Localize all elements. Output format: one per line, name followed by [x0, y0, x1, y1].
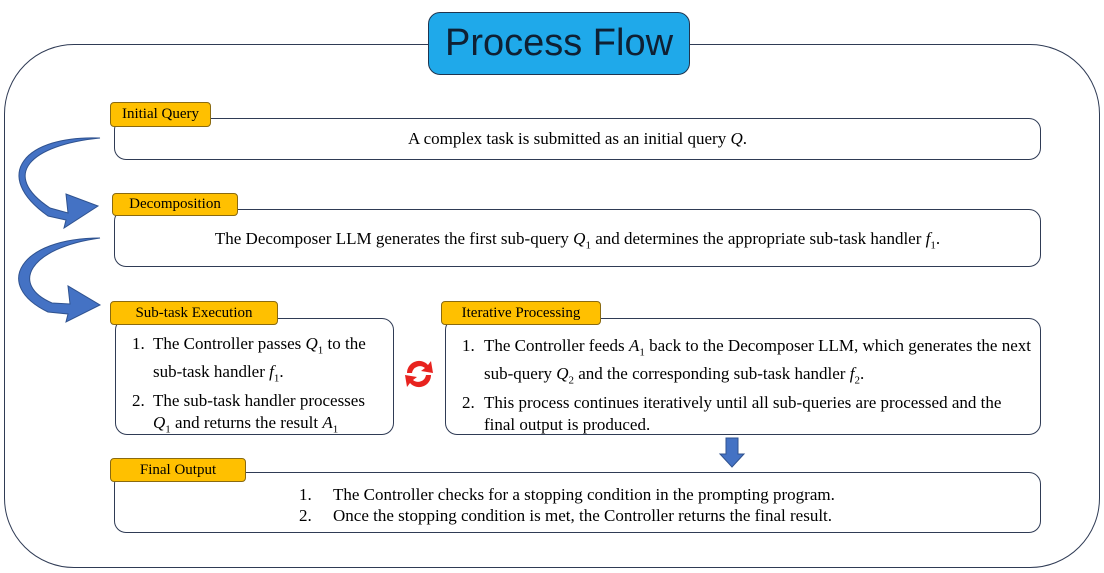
subquery-variable: Q	[153, 412, 166, 432]
list-text: and returns the result	[170, 412, 323, 432]
subtask-list: 1. The Controller passes Q1 to the sub-t…	[132, 333, 383, 440]
initial-query-text-pre: A complex task is submitted as an initia…	[407, 129, 731, 148]
list-text: to the sub-task handler	[153, 334, 366, 382]
subquery-variable: Q	[573, 228, 586, 248]
list-item: 2. This process continues iteratively un…	[462, 392, 1032, 436]
list-text: The Controller passes	[153, 334, 306, 353]
handler-subscript: 1	[930, 239, 936, 252]
handler-variable: f	[925, 228, 931, 248]
title-box: Process Flow	[428, 12, 690, 75]
subquery-subscript: 1	[585, 239, 591, 252]
list-number: 1.	[462, 336, 475, 355]
final-output-tag: Final Output	[110, 458, 246, 482]
query-variable: Q	[730, 129, 743, 148]
list-number: 2.	[132, 390, 145, 410]
list-number: 1.	[132, 334, 145, 353]
list-item: 1. The Controller checks for a stopping …	[299, 484, 1104, 505]
list-text: .	[279, 362, 284, 382]
list-text: This process continues iteratively until…	[484, 392, 1002, 434]
list-text: The sub-task handler processes	[153, 390, 365, 410]
list-text: and the corresponding sub-task handler	[574, 364, 850, 384]
final-output-box: 1. The Controller checks for a stopping …	[114, 472, 1041, 533]
list-item: 2. Once the stopping condition is met, t…	[299, 505, 1104, 526]
page-title: Process Flow	[444, 22, 674, 64]
handler-subscript: 2	[854, 374, 860, 387]
initial-query-tag: Initial Query	[110, 102, 211, 127]
list-number: 2.	[462, 392, 475, 412]
subtask-tag: Sub-task Execution	[110, 301, 278, 325]
iterative-list: 1. The Controller feeds A1 back to the D…	[462, 335, 1032, 436]
decomposition-text-post: .	[935, 228, 941, 248]
decomposition-box: The Decomposer LLM generates the first s…	[114, 209, 1041, 267]
list-item: 1. The Controller passes Q1 to the sub-t…	[132, 333, 383, 390]
handler-variable: f	[849, 364, 855, 384]
subtask-box: 1. The Controller passes Q1 to the sub-t…	[115, 318, 394, 435]
list-text: The Controller feeds	[484, 336, 629, 355]
final-output-list: 1. The Controller checks for a stopping …	[299, 484, 1104, 526]
list-item: 1. The Controller feeds A1 back to the D…	[462, 335, 1032, 392]
result-variable: A	[628, 336, 640, 355]
subquery-subscript: 1	[317, 344, 324, 357]
subquery-subscript: 1	[165, 423, 171, 436]
list-text: Once the stopping condition is met, the …	[333, 506, 833, 525]
subquery-variable: Q	[305, 334, 318, 353]
list-text: back to the Decomposer LLM, which genera…	[484, 336, 1031, 384]
decomposition-tag: Decomposition	[112, 193, 238, 216]
list-number: 2.	[299, 506, 312, 525]
initial-query-box: A complex task is submitted as an initia…	[114, 118, 1041, 160]
cycle-icon	[405, 360, 433, 388]
handler-subscript: 1	[273, 372, 280, 385]
decomposition-text-mid: and determines the appropriate sub-task …	[590, 228, 926, 248]
initial-query-text: A complex task is submitted as an initia…	[115, 129, 1040, 149]
subquery-variable: Q	[556, 364, 569, 384]
list-number: 1.	[299, 485, 312, 504]
result-subscript: 1	[639, 346, 645, 359]
initial-query-text-post: .	[742, 129, 747, 148]
list-text: .	[859, 364, 865, 384]
handler-variable: f	[269, 362, 274, 382]
decomposition-text-pre: The Decomposer LLM generates the first s…	[214, 228, 574, 248]
iterative-box: 1. The Controller feeds A1 back to the D…	[445, 318, 1041, 435]
decomposition-text: The Decomposer LLM generates the first s…	[115, 225, 1040, 251]
down-arrow-icon	[718, 437, 746, 468]
result-variable: A	[322, 412, 333, 432]
subquery-subscript: 2	[568, 374, 575, 387]
list-text: The Controller checks for a stopping con…	[333, 485, 835, 504]
list-item: 2. The sub-task handler processes Q1 and…	[132, 390, 383, 440]
result-subscript: 1	[332, 423, 339, 436]
iterative-tag: Iterative Processing	[441, 301, 601, 325]
